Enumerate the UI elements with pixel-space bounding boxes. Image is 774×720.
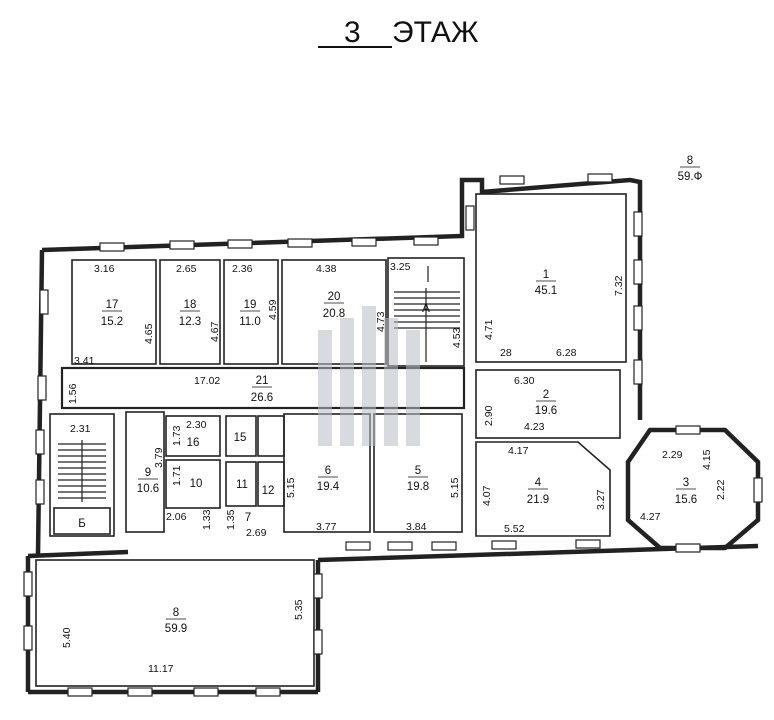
room-19-area: 11.0 xyxy=(239,316,261,328)
dimension-label: 4.53 xyxy=(451,327,463,348)
dimension-label: 11.17 xyxy=(148,663,174,675)
room-8b-number: 8 xyxy=(687,155,693,167)
room-7-number: 7 xyxy=(245,512,251,524)
room-5-area: 19.8 xyxy=(407,481,429,493)
dimension-label: 2.36 xyxy=(232,263,253,275)
room-labels: 1 45.1 2 19.6 3 15.6 4 21.9 5 19.8 6 19.… xyxy=(78,155,702,635)
dimension-labels: 3.16 2.65 2.36 4.38 3.25 4.65 4.67 4.59 … xyxy=(61,261,727,675)
watermark-logo xyxy=(318,306,420,446)
dimension-label: 2.65 xyxy=(176,263,197,275)
dimension-label: 1.71 xyxy=(171,465,183,486)
room-8b-area: 59.Ф xyxy=(678,171,703,183)
dimension-label: 6.30 xyxy=(514,375,535,387)
room-18-area: 12.3 xyxy=(179,316,201,328)
dimension-label: 4.73 xyxy=(375,311,387,332)
dimension-label: 1.73 xyxy=(171,425,183,446)
dimension-label: 3.16 xyxy=(94,263,115,275)
dimension-label: 4.15 xyxy=(701,449,713,470)
room-2-number: 2 xyxy=(543,389,549,401)
room-9-area: 10.6 xyxy=(137,483,159,495)
dimension-label: 2.06 xyxy=(166,511,187,523)
dimension-label: 2.30 xyxy=(186,419,207,431)
dimension-label: 3.27 xyxy=(595,489,607,510)
dimension-label: 4.23 xyxy=(524,421,545,433)
dimension-label: 4.71 xyxy=(483,319,495,340)
dimension-label: 5.15 xyxy=(285,477,297,498)
room-1-area: 45.1 xyxy=(535,285,557,297)
dimension-label: 2.90 xyxy=(483,405,495,426)
room-outlines xyxy=(35,193,627,687)
room-12-number: 12 xyxy=(262,485,275,497)
dimension-label: 2.31 xyxy=(70,423,91,435)
room-10-number: 10 xyxy=(190,478,203,490)
dimension-label: 1.56 xyxy=(67,383,79,404)
room-11-number: 11 xyxy=(236,479,248,491)
dimension-label: 3.79 xyxy=(153,447,165,468)
windows xyxy=(23,173,763,697)
floor-number: 3 xyxy=(344,16,361,49)
dimension-label: 5.52 xyxy=(504,523,525,535)
floor-title: ЭТАЖ xyxy=(392,16,479,49)
room-8-number: 8 xyxy=(173,607,179,619)
dimension-label: 5.15 xyxy=(449,477,461,498)
room-21-area: 26.6 xyxy=(251,392,273,404)
dimension-label: 2.22 xyxy=(715,479,727,500)
dimension-label: 17.02 xyxy=(194,375,220,387)
room-9-number: 9 xyxy=(145,467,151,479)
room-4-area: 21.9 xyxy=(527,494,549,506)
dimension-label: 4.38 xyxy=(316,263,337,275)
stair-a-label: А xyxy=(422,303,430,315)
dimension-label: 6.28 xyxy=(556,347,577,359)
room-6-area: 19.4 xyxy=(317,481,340,493)
room-17-number: 17 xyxy=(106,299,119,311)
dimension-label: 4.65 xyxy=(143,323,155,344)
dimension-label: 28 xyxy=(500,347,512,359)
room-4-number: 4 xyxy=(535,477,542,489)
room-16-number: 16 xyxy=(187,437,200,449)
stair-b-label: Б xyxy=(78,518,86,530)
room-1-number: 1 xyxy=(543,269,549,281)
dimension-label: 1.33 xyxy=(201,509,213,530)
room-17-area: 15.2 xyxy=(101,316,123,328)
dimension-label: 2.29 xyxy=(662,449,683,461)
room-8-area: 59.9 xyxy=(165,623,187,635)
room-18-number: 18 xyxy=(184,299,197,311)
dimension-label: 3.25 xyxy=(390,261,411,273)
room-2-area: 19.6 xyxy=(535,405,557,417)
dimension-label: 2.69 xyxy=(246,527,267,539)
dimension-label: 3.84 xyxy=(406,521,427,533)
dimension-label: 3.77 xyxy=(316,521,337,533)
dimension-label: 5.40 xyxy=(61,627,73,648)
room-5-number: 5 xyxy=(415,465,421,477)
dimension-label: 4.67 xyxy=(209,321,221,342)
dimension-label: 1.35 xyxy=(225,509,237,530)
room-19-number: 19 xyxy=(244,299,257,311)
dimension-label: 4.27 xyxy=(640,511,661,523)
room-3-number: 3 xyxy=(683,477,689,489)
dimension-label: 4.07 xyxy=(481,485,493,506)
room-3-area: 15.6 xyxy=(675,494,697,506)
room-20-area: 20.8 xyxy=(323,308,345,320)
dimension-label: 3.41 xyxy=(74,355,95,367)
room-21-number: 21 xyxy=(256,375,269,387)
stair-a xyxy=(394,266,460,362)
dimension-label: 5.35 xyxy=(293,599,305,620)
stair-b xyxy=(58,440,106,502)
dimension-label: 4.17 xyxy=(508,445,529,457)
room-15-number: 15 xyxy=(234,432,247,444)
dimension-label: 7.32 xyxy=(613,275,625,296)
dimension-label: 4.59 xyxy=(267,299,279,320)
room-6-number: 6 xyxy=(325,465,331,477)
room-20-number: 20 xyxy=(328,291,341,303)
